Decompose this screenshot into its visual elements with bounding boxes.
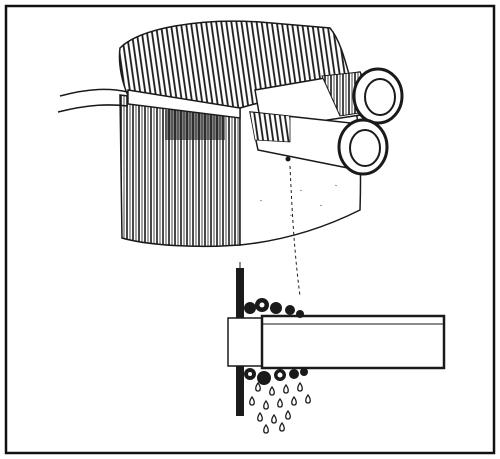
inlet-pipe-fitting [127, 89, 241, 119]
detail-flange [227, 317, 265, 367]
leak-droplet [271, 413, 277, 424]
corrosion-deposits [244, 298, 308, 385]
detail-leader-line [289, 165, 301, 297]
leak-droplets [249, 381, 311, 434]
joint-detail-view [227, 262, 446, 434]
leak-droplet [279, 421, 285, 432]
evaporator-coil [57, 20, 404, 248]
leak-point-marker [285, 156, 291, 162]
leak-droplet [263, 399, 269, 410]
leak-droplet [263, 423, 269, 434]
leak-droplet [249, 395, 255, 406]
figure-border [4, 4, 496, 455]
leak-droplet [285, 409, 291, 420]
leak-droplet [305, 393, 311, 404]
leak-droplet [277, 397, 283, 408]
leak-droplet [283, 383, 289, 394]
lower-refrigerant-tube [249, 111, 389, 176]
leak-droplet [297, 381, 303, 392]
leak-droplet [255, 381, 261, 392]
detail-tube [260, 314, 446, 370]
leak-droplet [257, 411, 263, 422]
leak-droplet [291, 395, 297, 406]
leak-droplet [269, 385, 275, 396]
inlet-pipe [57, 88, 129, 113]
